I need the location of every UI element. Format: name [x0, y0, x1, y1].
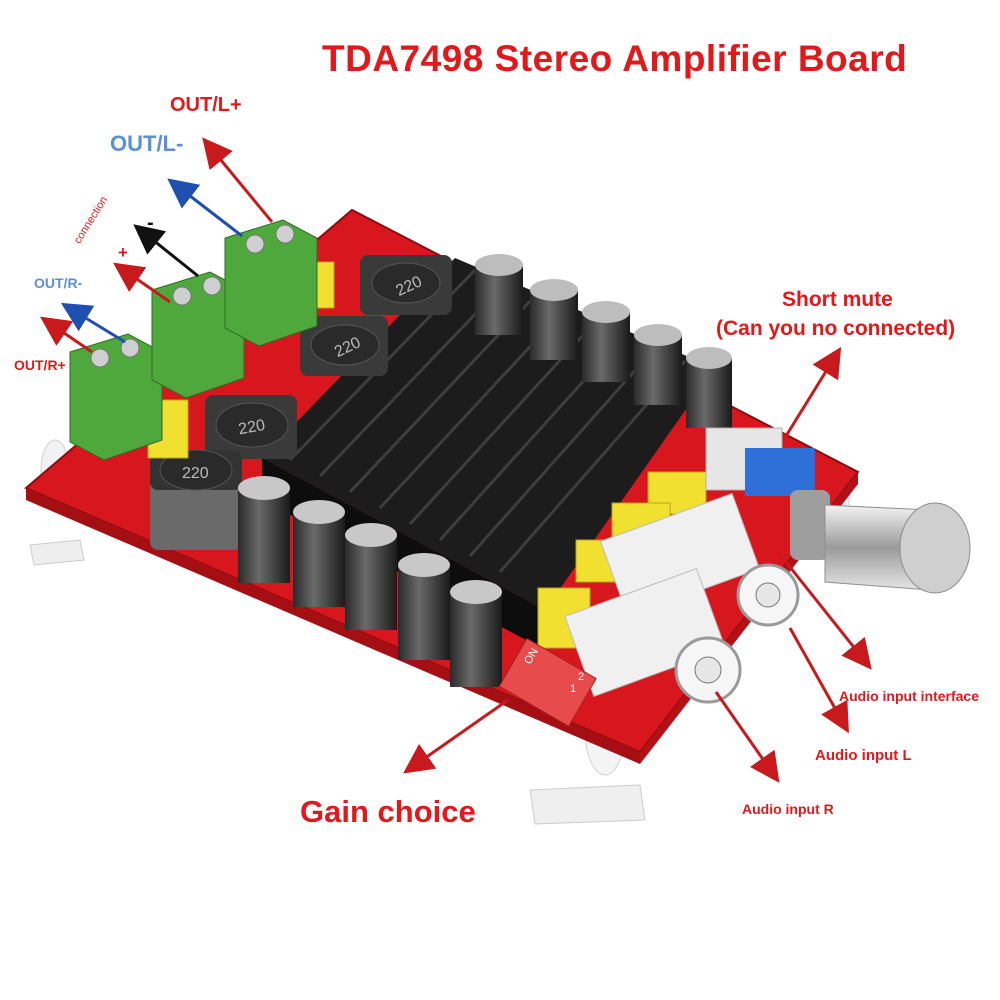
inductor-marking: 220	[237, 417, 266, 438]
connection-minus-label: -	[147, 212, 154, 234]
short-mute-note-label: (Can you no connected)	[716, 317, 956, 340]
out-r-plus-label: OUT/R+	[14, 357, 66, 373]
audio-input-r-label: Audio input R	[742, 801, 834, 817]
arrow-audio-input-r	[714, 691, 780, 783]
gain-choice-label: Gain choice	[300, 794, 476, 829]
out-l-minus-label: OUT/L-	[110, 131, 184, 156]
arrow-out-l-minus	[167, 178, 243, 238]
inductor-marking: 220	[182, 465, 209, 482]
electrolytic-capacitors	[238, 254, 732, 687]
arrow-gain-choice	[403, 698, 509, 774]
rca-jacks	[564, 492, 800, 704]
arrow-out-r-plus	[40, 316, 93, 354]
audio-input-interface-label: Audio input interface	[839, 688, 979, 704]
volume-knob	[790, 490, 971, 594]
out-r-minus-label: OUT/R-	[34, 275, 83, 291]
arrow-connection-plus	[113, 262, 171, 304]
arrow-out-l-plus	[202, 137, 274, 223]
mute-header	[705, 427, 815, 496]
dip-switch-2-label: 2	[578, 671, 584, 683]
arrow-connection-minus	[133, 224, 199, 278]
arrow-audio-input-interface	[776, 551, 872, 670]
gain-dip-switch	[498, 637, 597, 727]
page-title: TDA7498 Stereo Amplifier Board	[322, 38, 908, 79]
dip-switch-1-label: 1	[570, 683, 576, 695]
arrow-short-mute	[784, 346, 842, 437]
audio-input-l-label: Audio input L	[815, 747, 912, 764]
out-l-plus-label: OUT/L+	[170, 94, 242, 116]
arrow-audio-input-l	[788, 627, 849, 734]
connection-plus-label: +	[118, 243, 128, 262]
inductors	[150, 255, 452, 550]
annotation-arrows	[40, 137, 872, 783]
speaker-terminals	[69, 219, 318, 461]
arrow-out-r-minus	[60, 302, 126, 344]
short-mute-label: Short mute	[782, 288, 893, 311]
